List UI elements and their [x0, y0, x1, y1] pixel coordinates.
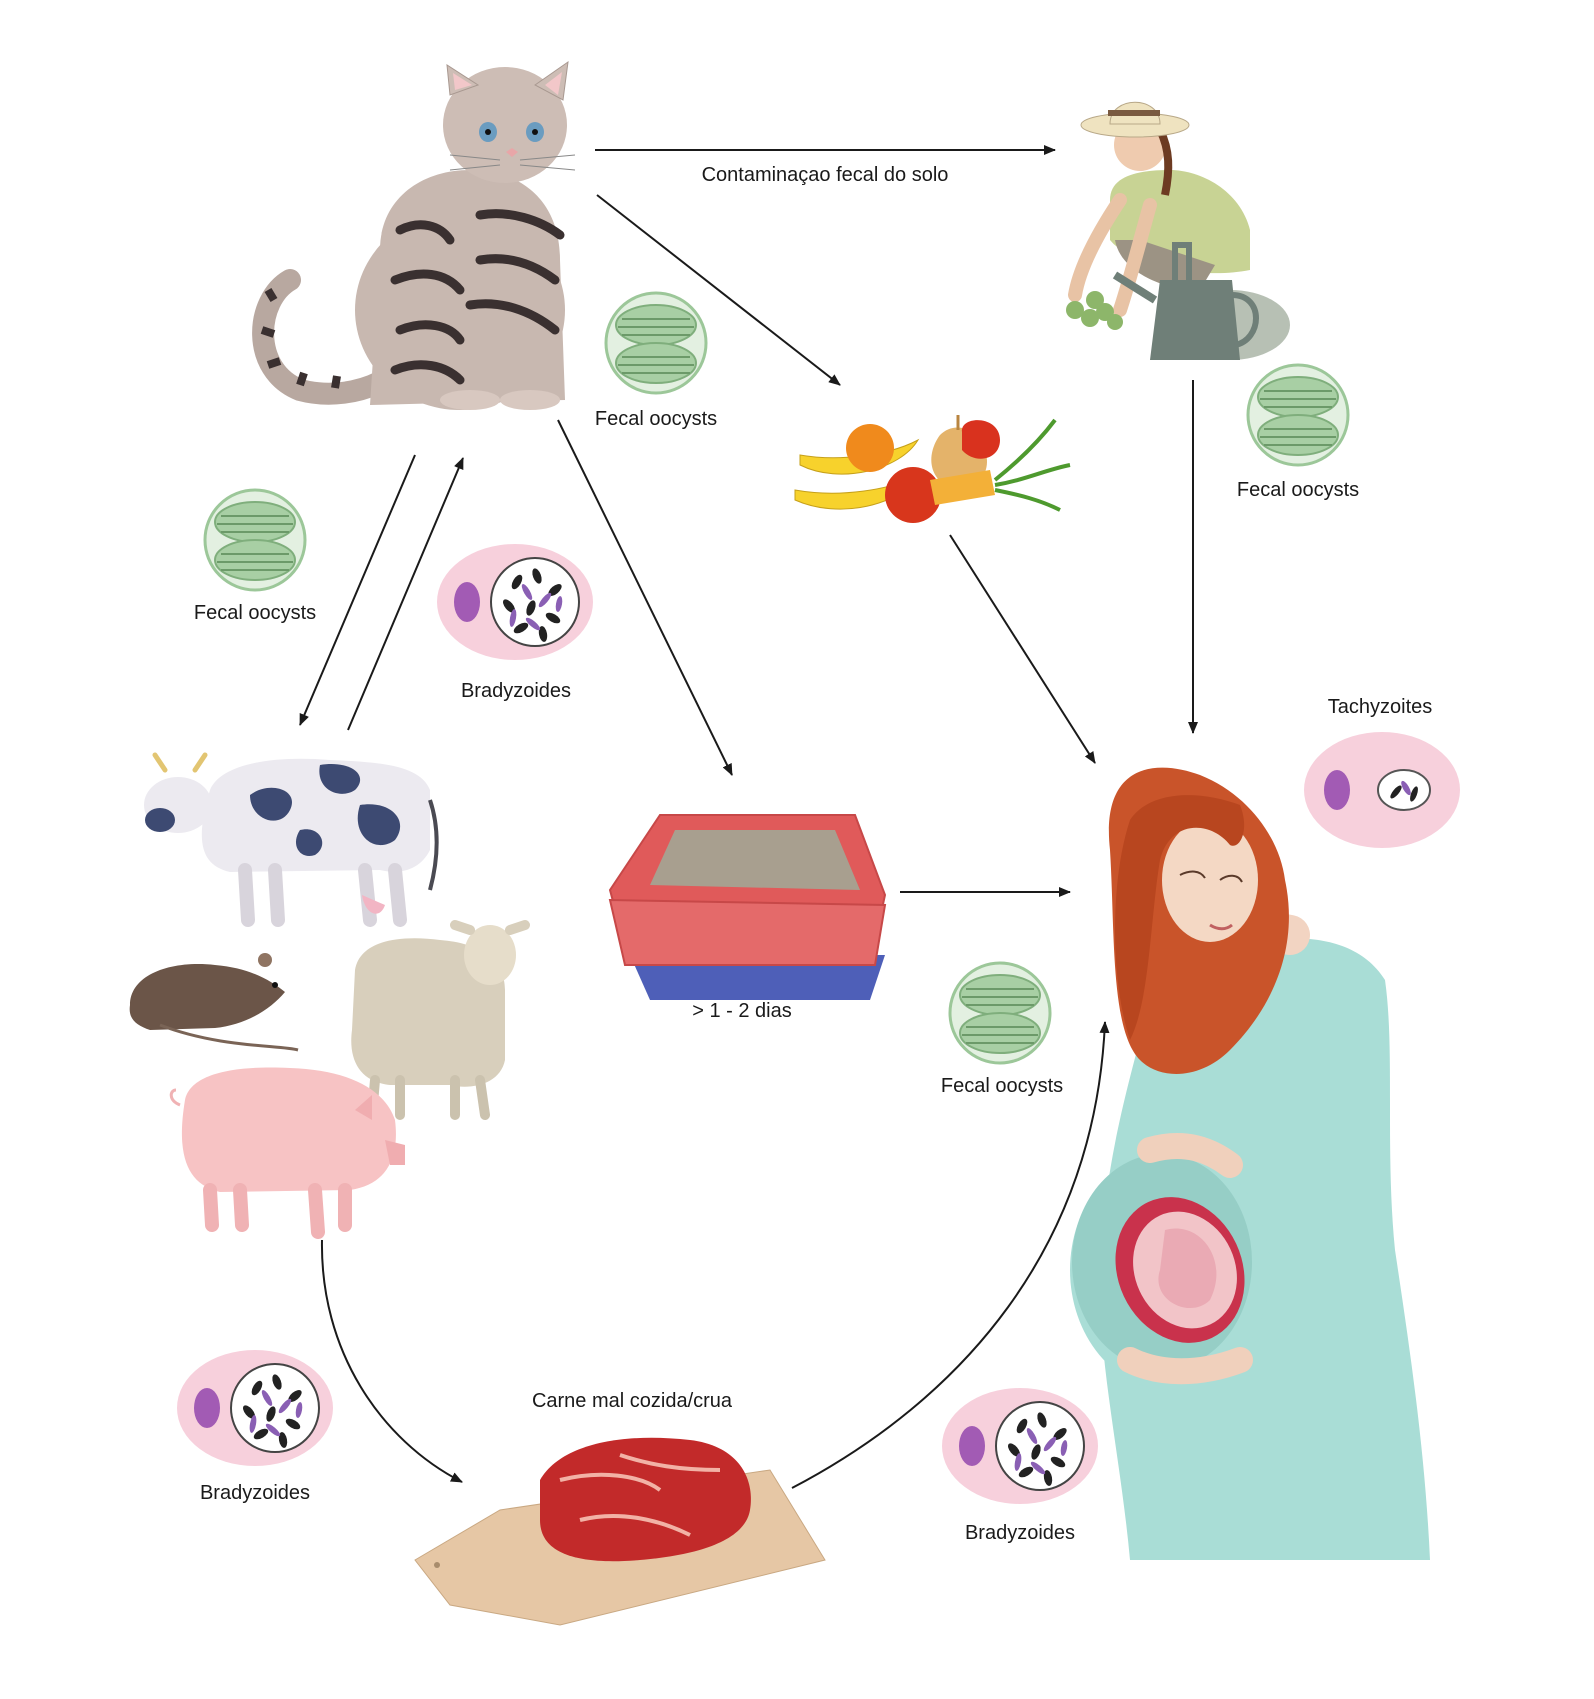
label-fecal-oocysts-gardener: Fecal oocysts [1236, 479, 1360, 501]
label-litter-time: > 1 - 2 dias [692, 1000, 792, 1022]
oocyst-icon-cat [604, 291, 708, 395]
arrow-cat-to-litterbox [557, 419, 733, 776]
pig-illustration [169, 1067, 405, 1239]
oocyst-icon-gardener [1246, 363, 1350, 467]
label-tachyzoites: Tachyzoites [1327, 696, 1433, 718]
arrow-livestock-to-cat [347, 457, 464, 731]
bradyzoite-cyst-icon-lower-right [941, 1387, 1099, 1505]
arrow-cat-to-livestock [299, 454, 416, 726]
label-fecal-oocysts-cat: Fecal oocysts [594, 408, 718, 430]
label-fecal-oocysts-left: Fecal oocysts [193, 602, 317, 624]
label-bradyzoides-lower-left: Bradyzoides [199, 1482, 311, 1504]
arrow-produce-to-woman [949, 534, 1096, 764]
produce-illustration [794, 415, 1071, 523]
litter-box-illustration [608, 814, 887, 1000]
oocyst-icon-left [203, 488, 307, 592]
gardener-illustration [1066, 101, 1290, 360]
rat-illustration [129, 953, 299, 1052]
label-raw-meat: Carne mal cozida/crua [531, 1390, 733, 1412]
sheep-illustration [351, 920, 530, 1120]
label-soil-contamination: Contaminaçao fecal do solo [701, 164, 949, 186]
arrow-meat-to-woman [791, 1021, 1110, 1489]
cow-illustration [144, 752, 439, 927]
label-bradyzoides-upper: Bradyzoides [460, 680, 572, 702]
pregnant-woman-illustration [1070, 767, 1430, 1560]
meat-illustration [414, 1437, 826, 1626]
arrows [299, 145, 1198, 1489]
oocyst-icon-litter [948, 961, 1052, 1065]
arrow-livestock-to-meat [320, 1239, 463, 1483]
label-fecal-oocysts-litter: Fecal oocysts [940, 1075, 1064, 1097]
cat-illustration [252, 60, 576, 410]
bradyzoite-cyst-icon-upper [436, 543, 594, 661]
arrow-cat-to-produce [596, 194, 841, 386]
bradyzoite-cyst-icon-lower-left [176, 1349, 334, 1467]
label-bradyzoides-lower-right: Bradyzoides [964, 1522, 1076, 1544]
tachyzoite-cell-icon [1304, 732, 1460, 848]
